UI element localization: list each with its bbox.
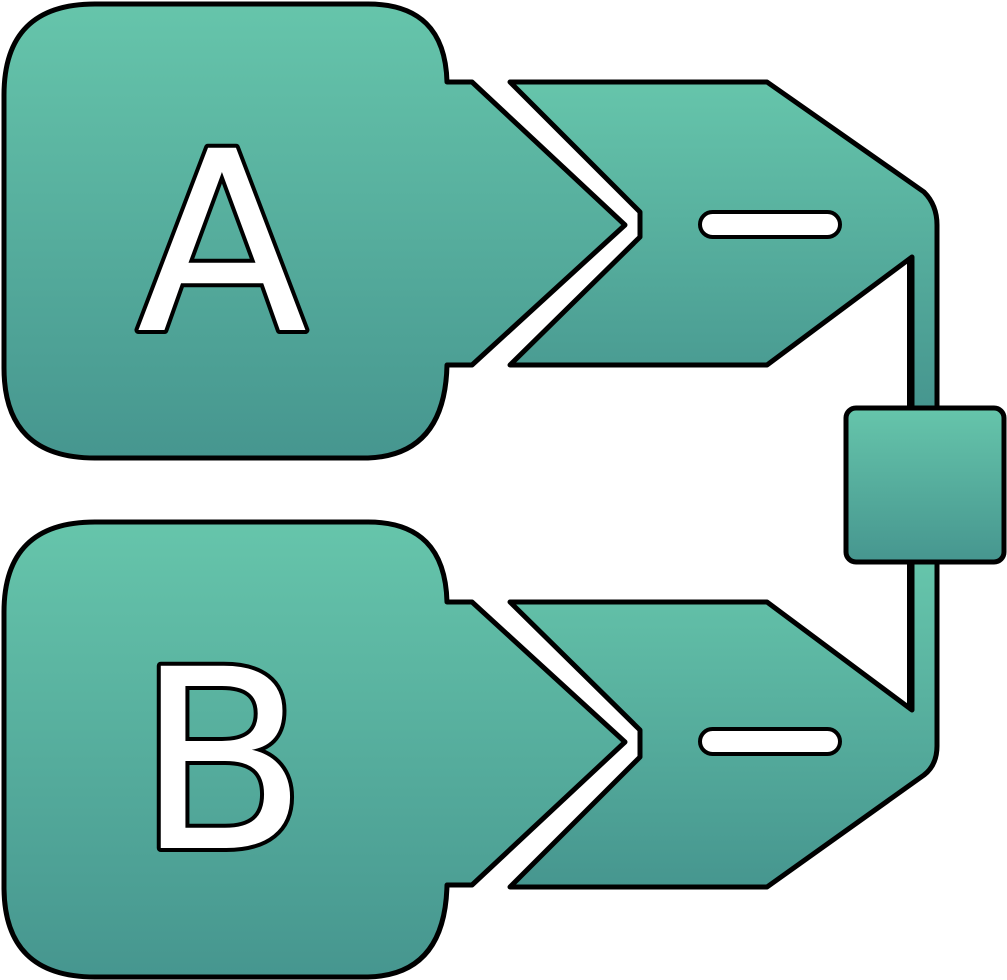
option-a-box (1, 1, 628, 461)
arrow-top (507, 79, 940, 411)
dash-marker-bottom (698, 727, 842, 756)
merge-box (843, 405, 1007, 565)
label-a: A (136, 98, 307, 389)
option-b-box (1, 519, 628, 980)
dash-marker-top (698, 210, 842, 239)
label-b: B (136, 616, 308, 907)
